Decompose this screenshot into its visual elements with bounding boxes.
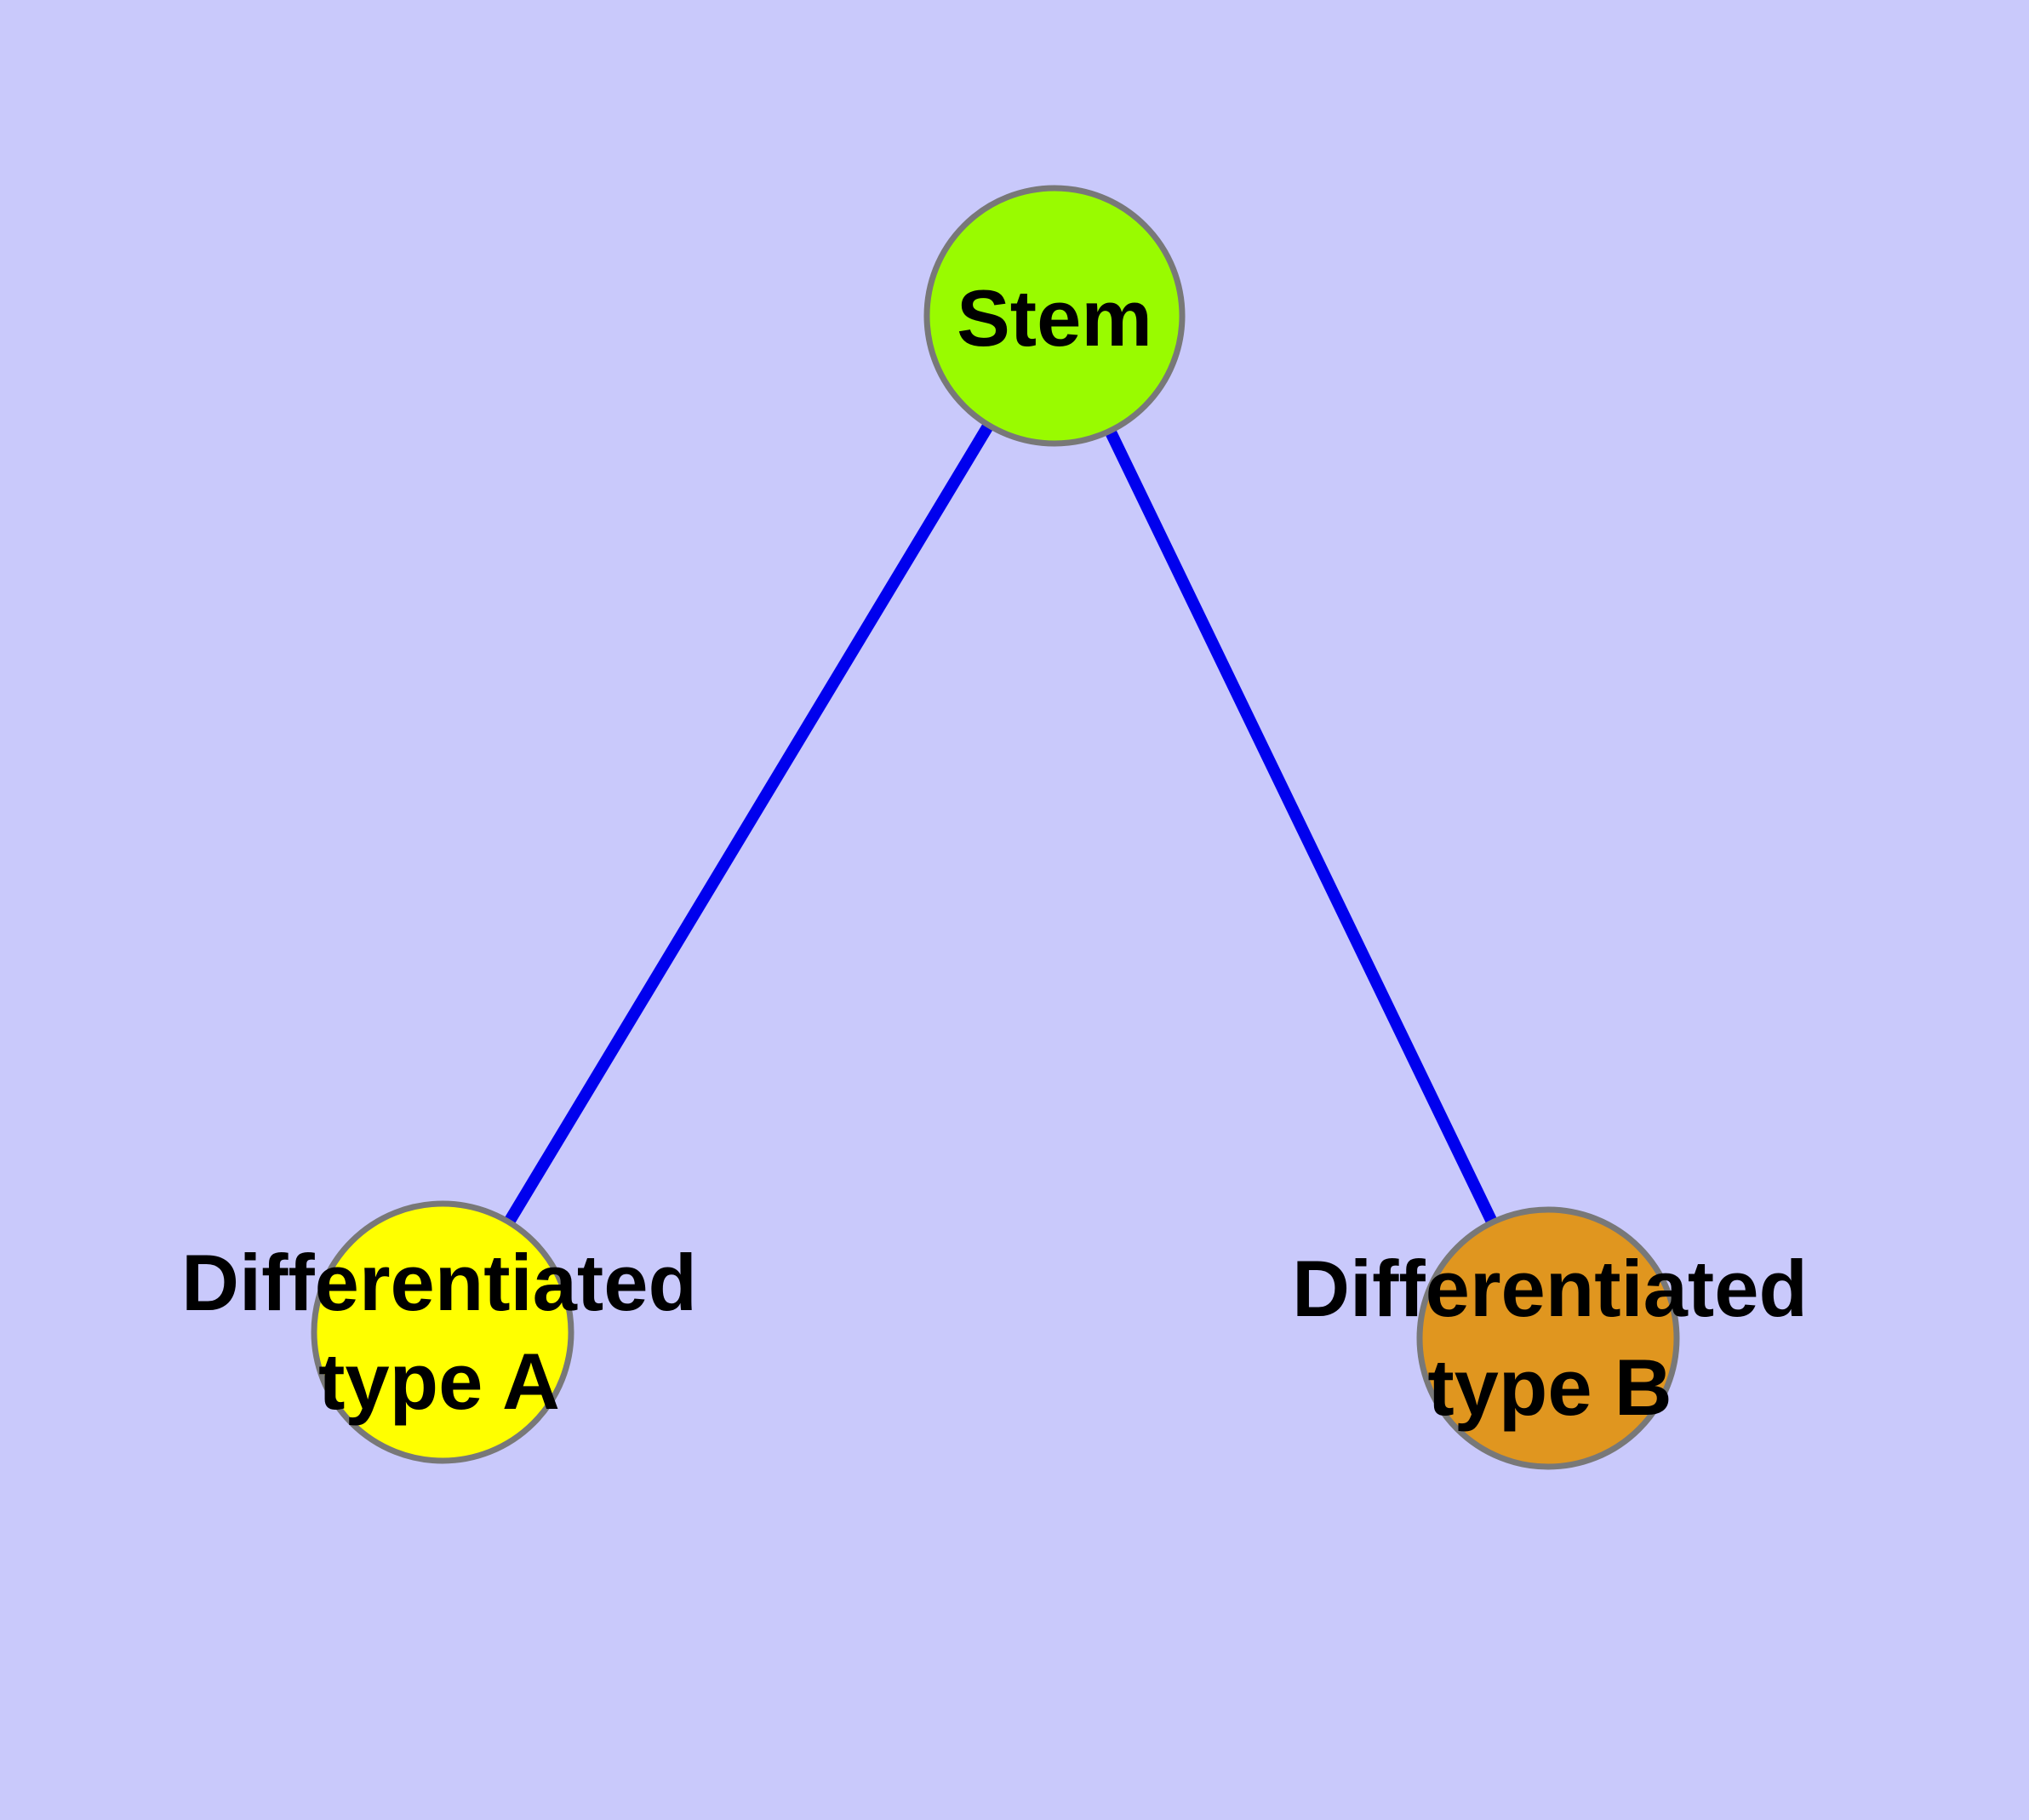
edge-stem-to-type-b	[1049, 312, 1554, 1342]
node-label-type-a: Differentiated type A	[181, 1233, 697, 1431]
node-label-line: type A	[318, 1336, 560, 1426]
node-group	[311, 185, 1680, 1470]
node-type-b-circle	[1416, 1206, 1680, 1470]
node-label-stem: Stem	[957, 269, 1152, 368]
edge-group	[437, 312, 1554, 1342]
node-label-line: type B	[1427, 1342, 1672, 1432]
node-type-a-circle	[311, 1200, 574, 1464]
edge-stem-to-type-a	[437, 312, 1060, 1336]
node-stem-circle	[923, 185, 1186, 447]
node-label-line: Differentiated	[181, 1238, 697, 1327]
node-label-type-b: Differentiated type B	[1292, 1239, 1808, 1437]
node-label-line: Differentiated	[1292, 1244, 1808, 1333]
node-label-line: Stem	[957, 273, 1152, 363]
